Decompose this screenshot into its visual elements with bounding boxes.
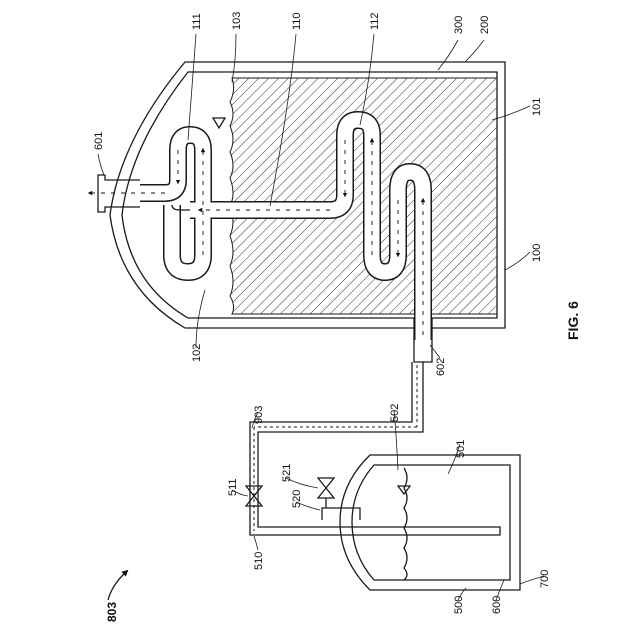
label-100: 100 [531, 244, 543, 262]
figure-title: FIG. 6 [565, 301, 581, 340]
label-501: 501 [455, 440, 467, 458]
label-102: 102 [191, 344, 203, 362]
label-101: 101 [531, 98, 543, 116]
label-700: 700 [539, 570, 551, 588]
small-vessel-liquid-level [404, 468, 407, 580]
label-300: 300 [453, 16, 465, 34]
label-200: 200 [479, 16, 491, 34]
dip-tube [300, 527, 500, 535]
small-vessel-inner [352, 465, 510, 580]
label-111: 111 [191, 13, 203, 30]
label-521: 521 [281, 464, 293, 482]
outlet-nozzle [98, 175, 140, 212]
label-601: 601 [93, 132, 105, 150]
small-vessel-outer [340, 455, 520, 590]
liquid-level-marker [213, 118, 225, 128]
label-103: 103 [231, 12, 243, 30]
label-511: 511 [227, 478, 239, 496]
label-602: 602 [435, 358, 447, 376]
label-112: 112 [369, 12, 381, 30]
figure-ref-number: 803 [105, 602, 119, 622]
transfer-pipe [258, 362, 423, 527]
label-520: 520 [291, 490, 303, 508]
valve-521[interactable] [318, 478, 334, 498]
transfer-pipe-outer [250, 362, 412, 535]
label-510: 510 [253, 552, 265, 570]
figure-ref-arrow [108, 572, 126, 600]
label-903: 903 [253, 406, 265, 424]
small-vessel [300, 455, 520, 590]
label-110: 110 [291, 12, 303, 30]
large-vessel [90, 62, 505, 362]
